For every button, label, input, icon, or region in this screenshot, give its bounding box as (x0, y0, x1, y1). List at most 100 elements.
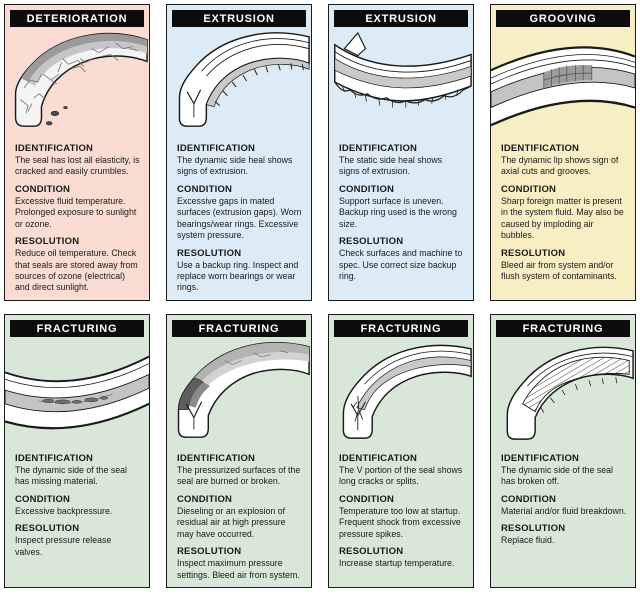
identification-heading: IDENTIFICATION (15, 143, 94, 154)
identification-section: IDENTIFICATION The dynamic side heal sho… (177, 143, 303, 178)
condition-section: CONDITION Temperature too low at startup… (339, 494, 465, 540)
resolution-body: Inspect pressure release valves. (15, 535, 112, 557)
condition-heading: CONDITION (15, 183, 71, 195)
condition-section: CONDITION Excessive gaps in mated surfac… (177, 184, 303, 242)
resolution-section: RESOLUTION Bleed air from system and/or … (501, 248, 627, 283)
resolution-heading: RESOLUTION (15, 236, 80, 248)
card-fracturing-v-cracks: FRACTURING IDENTIFICATION The V portion … (328, 314, 474, 588)
identification-body: The dynamic side of the seal has missing… (15, 465, 127, 487)
resolution-body: Increase startup temperature. (339, 558, 455, 569)
card-title-bar: FRACTURING (10, 320, 144, 337)
card-extrusion-dynamic: EXTRUSION IDENTIFICATION Th (166, 4, 312, 301)
static-heal-extrusion-seal-illustration (329, 29, 473, 137)
card-title-bar: FRACTURING (172, 320, 306, 337)
resolution-body: Reduce oil temperature. Check that seals… (15, 248, 138, 293)
identification-section: IDENTIFICATION The static side heal show… (339, 143, 465, 178)
condition-heading: CONDITION (501, 183, 557, 195)
card-title-bar: DETERIORATION (10, 10, 144, 27)
identification-section: IDENTIFICATION The dynamic lip shows sig… (501, 143, 627, 178)
resolution-body: Use a backup ring. Inspect and replace w… (177, 259, 299, 293)
identification-body: The V portion of the seal shows long cra… (339, 465, 463, 487)
resolution-body: Inspect maximum pressure settings. Bleed… (177, 558, 300, 580)
card-title: FRACTURING (522, 323, 604, 335)
condition-section: CONDITION Excessive backpressure. (15, 494, 141, 517)
identification-section: IDENTIFICATION The V portion of the seal… (339, 453, 465, 488)
resolution-section: RESOLUTION Check surfaces and machine to… (339, 236, 465, 282)
condition-heading: CONDITION (501, 493, 557, 505)
resolution-heading: RESOLUTION (339, 546, 404, 558)
resolution-body: Replace fluid. (501, 535, 555, 546)
card-title-bar: EXTRUSION (334, 10, 468, 27)
identification-heading: IDENTIFICATION (339, 453, 418, 464)
resolution-heading: RESOLUTION (339, 236, 404, 248)
identification-section: IDENTIFICATION The pressurized surfaces … (177, 453, 303, 488)
dynamic-heal-extrusion-seal-illustration (167, 29, 311, 137)
card-text-sections: IDENTIFICATION The pressurized surfaces … (167, 447, 311, 587)
v-portion-cracked-seal-illustration (329, 339, 473, 447)
card-text-sections: IDENTIFICATION The dynamic side heal sho… (167, 137, 311, 300)
card-title-bar: GROOVING (496, 10, 630, 27)
card-title-bar: EXTRUSION (172, 10, 306, 27)
card-text-sections: IDENTIFICATION The dynamic side of the s… (491, 447, 635, 587)
condition-heading: CONDITION (177, 493, 233, 505)
card-title: FRACTURING (36, 323, 118, 335)
resolution-heading: RESOLUTION (15, 523, 80, 535)
card-text-sections: IDENTIFICATION The seal has lost all ela… (5, 137, 149, 300)
identification-section: IDENTIFICATION The dynamic side of the s… (501, 453, 627, 488)
broken-off-seal-illustration (491, 339, 635, 447)
card-title: FRACTURING (360, 323, 442, 335)
resolution-heading: RESOLUTION (501, 247, 566, 259)
card-title: DETERIORATION (26, 13, 128, 25)
identification-body: The seal has lost all elasticity, is cra… (15, 155, 140, 177)
card-deterioration: DETERIORATION IDENTIFICA (4, 4, 150, 301)
identification-heading: IDENTIFICATION (501, 143, 580, 154)
resolution-heading: RESOLUTION (177, 247, 242, 259)
card-text-sections: IDENTIFICATION The static side heal show… (329, 137, 473, 300)
identification-body: The dynamic side of the seal has broken … (501, 465, 613, 487)
condition-body: Sharp foreign matter is present in the s… (501, 195, 624, 241)
card-title-bar: FRACTURING (334, 320, 468, 337)
identification-section: IDENTIFICATION The seal has lost all ela… (15, 143, 141, 178)
identification-heading: IDENTIFICATION (339, 143, 418, 154)
condition-body: Excessive backpressure. (15, 505, 113, 516)
condition-body: Dieseling or an explosion of residual ai… (177, 505, 286, 539)
identification-body: The pressurized surfaces of the seal are… (177, 465, 301, 487)
card-fracturing-burned: FRACTURING IDENTIFICATION The pressurize… (166, 314, 312, 588)
condition-section: CONDITION Material and/or fluid breakdow… (501, 494, 627, 517)
resolution-body: Check surfaces and machine to spec. Use … (339, 248, 463, 281)
card-text-sections: IDENTIFICATION The V portion of the seal… (329, 447, 473, 587)
burned-broken-seal-illustration (167, 339, 311, 447)
condition-heading: CONDITION (15, 493, 71, 505)
card-title: FRACTURING (198, 323, 280, 335)
resolution-section: RESOLUTION Inspect maximum pressure sett… (177, 546, 303, 581)
condition-section: CONDITION Support surface is uneven. Bac… (339, 184, 465, 230)
card-extrusion-static: EXTRUSION IDENTIFICATION The static side… (328, 4, 474, 301)
condition-heading: CONDITION (177, 183, 233, 195)
condition-section: CONDITION Sharp foreign matter is presen… (501, 184, 627, 242)
grooved-seal-lip-illustration (491, 29, 635, 137)
identification-body: The dynamic side heal shows signs of ext… (177, 155, 293, 177)
card-title: EXTRUSION (365, 13, 437, 25)
resolution-heading: RESOLUTION (177, 546, 242, 558)
condition-section: CONDITION Excessive fluid temperature. P… (15, 184, 141, 230)
resolution-section: RESOLUTION Replace fluid. (501, 523, 627, 546)
card-text-sections: IDENTIFICATION The dynamic lip shows sig… (491, 137, 635, 300)
card-grooving: GROOVING IDENTIFICATION The d (490, 4, 636, 301)
identification-heading: IDENTIFICATION (177, 143, 256, 154)
condition-body: Excessive gaps in mated surfaces (extrus… (177, 195, 302, 241)
condition-body: Material and/or fluid breakdown. (501, 505, 627, 516)
cracked-crumbling-seal-illustration (5, 29, 149, 137)
resolution-section: RESOLUTION Increase startup temperature. (339, 546, 465, 569)
resolution-heading: RESOLUTION (501, 523, 566, 535)
condition-body: Excessive fluid temperature. Prolonged e… (15, 195, 137, 229)
condition-heading: CONDITION (339, 183, 395, 195)
condition-heading: CONDITION (339, 493, 395, 505)
identification-body: The static side heal shows signs of extr… (339, 155, 443, 177)
card-text-sections: IDENTIFICATION The dynamic side of the s… (5, 447, 149, 587)
card-fracturing-broken-off: FRACTURING IDENTIFICATION (490, 314, 636, 588)
identification-section: IDENTIFICATION The dynamic side of the s… (15, 453, 141, 488)
card-title-bar: FRACTURING (496, 320, 630, 337)
identification-heading: IDENTIFICATION (177, 453, 256, 464)
resolution-section: RESOLUTION Reduce oil temperature. Check… (15, 236, 141, 294)
